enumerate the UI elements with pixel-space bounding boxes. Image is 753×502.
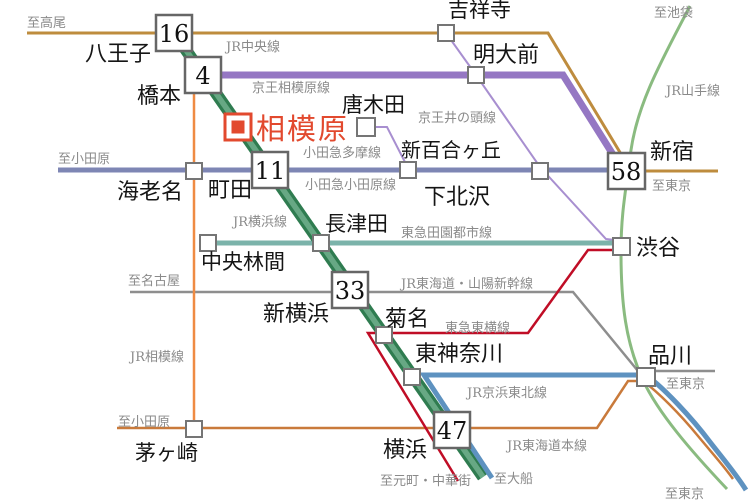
keio-sagamihara-line (220, 71, 620, 163)
station-label-meidaimae: 明大前 (473, 43, 539, 68)
line-label-odakyu-tama: 小田急多摩線 (303, 145, 381, 161)
station-label-shin-yokohama: 新横浜 (263, 302, 329, 327)
station-label-shinjuku: 新宿 (650, 140, 694, 165)
station-square-shinagawa (636, 367, 656, 387)
line-label-jr-chuo: JR中央線 (224, 39, 280, 55)
station-label-ebina: 海老名 (117, 180, 183, 205)
station-square-shimokitazawa (531, 162, 549, 180)
line-label-tokyu-toyoko: 東急東横線 (445, 320, 510, 336)
odakyu-tama-line (372, 126, 409, 169)
sagamihara-marker: 相模原 (223, 112, 349, 146)
station-label-sagamihara: 相模原 (256, 112, 349, 146)
station-label-chuo-rinkan: 中央林間 (201, 250, 285, 274)
line-label-jr-tokaido: JR東海道本線 (505, 438, 587, 454)
jr-yokohama-line-core (169, 28, 486, 479)
direction-label-nagoya: 至名古屋 (128, 273, 180, 289)
jr-tokaido-line (117, 379, 643, 430)
time-value-hachioji: 16 (159, 20, 190, 48)
jr-tokaido-line-east (642, 379, 735, 480)
station-square-chigasaki (185, 420, 203, 438)
time-box-machida: 11 (250, 150, 290, 190)
tokyu-toyoko-line (365, 248, 615, 482)
station-label-hashimoto: 橋本 (137, 84, 181, 109)
line-label-odakyu-odawara: 小田急小田原線 (305, 177, 396, 193)
station-label-kikuna: 菊名 (385, 307, 429, 332)
line-label-keio-inokashira: 京王井の頭線 (418, 110, 496, 126)
direction-label-tokyo-shinagawa: 至東京 (666, 376, 705, 392)
station-square-meidaimae (467, 66, 485, 84)
station-label-machida: 町田 (208, 178, 252, 203)
direction-label-ofuna: 至大船 (494, 472, 533, 487)
line-label-jr-sagami: JR相模線 (128, 349, 184, 365)
station-label-yokohama: 横浜 (383, 438, 427, 463)
line-label-tokyu-denentoshi: 東急田園都市線 (401, 225, 492, 241)
station-label-karakida: 唐木田 (342, 93, 405, 117)
time-value-shinjuku: 58 (611, 158, 642, 186)
station-label-kichijoji: 吉祥寺 (448, 0, 511, 22)
station-square-nagatsuta (312, 234, 330, 252)
direction-label-motomachi-chukagai: 至元町・中華街 (380, 474, 471, 489)
direction-label-takao: 至高尾 (27, 15, 66, 31)
station-square-chuo-rinkan (199, 234, 217, 252)
time-value-shin-yokohama: 33 (335, 277, 366, 305)
direction-label-odawara-odakyu: 至小田原 (58, 152, 110, 167)
direction-label-ikebukuro: 至池袋 (654, 6, 693, 21)
station-square-higashi-kanagawa (403, 368, 421, 386)
station-label-hachioji: 八王子 (85, 42, 151, 67)
station-label-nagatsuta: 長津田 (325, 212, 388, 236)
station-label-shin-yurigaoka: 新百合ヶ丘 (401, 138, 501, 162)
time-value-yokohama: 47 (437, 417, 468, 445)
time-box-shin-yokohama: 33 (330, 270, 370, 310)
station-label-chigasaki: 茅ヶ崎 (135, 441, 198, 465)
time-box-hachioji: 16 (154, 13, 194, 53)
sagamihara-marker-icon-inner (231, 120, 245, 134)
station-square-karakida (356, 117, 376, 137)
line-label-jr-keihin-tohoku: JR京浜東北線 (465, 385, 547, 401)
line-label-jr-yokohama: JR横浜線 (231, 214, 287, 230)
time-value-hashimoto: 4 (195, 62, 210, 90)
station-label-shinagawa: 品川 (648, 344, 692, 369)
time-box-hashimoto: 4 (183, 55, 223, 95)
time-box-yokohama: 47 (432, 410, 472, 450)
station-square-shin-yurigaoka (399, 161, 417, 179)
station-label-shibuya: 渋谷 (636, 236, 680, 261)
station-square-ebina (185, 162, 203, 180)
line-label-shinkansen: JR東海道・山陽新幹線 (399, 276, 533, 292)
direction-label-odawara-tokaido: 至小田原 (118, 415, 170, 430)
station-label-higashi-kanagawa: 東神奈川 (415, 342, 503, 367)
station-label-shimokitazawa: 下北沢 (424, 185, 490, 210)
direction-label-tokyo-shinjuku: 至東京 (652, 178, 691, 194)
station-square-kichijoji (437, 24, 455, 42)
time-box-shinjuku: 58 (606, 151, 647, 191)
jr-chuo-line (27, 31, 626, 160)
direction-label-tokyo-keihin: 至東京 (665, 486, 704, 502)
line-label-keio-sagamihara: 京王相模原線 (252, 80, 330, 96)
station-square-kikuna (375, 326, 393, 344)
station-square-shibuya (612, 237, 631, 256)
line-label-jr-yamanote: JR山手線 (664, 83, 720, 99)
time-value-machida: 11 (255, 157, 286, 185)
jr-keihin-tohoku-line-east (644, 372, 749, 492)
